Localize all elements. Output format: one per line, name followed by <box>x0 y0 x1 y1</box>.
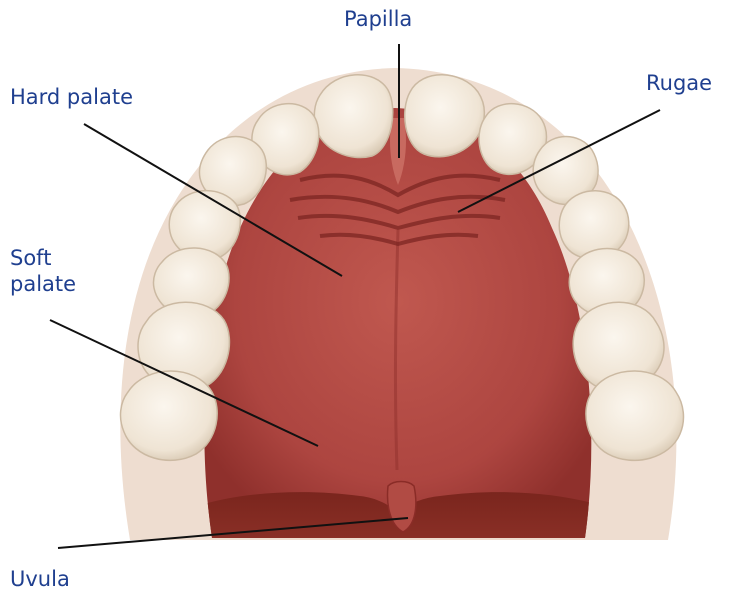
molar-right-2 <box>586 371 684 460</box>
label-soft-palate: Soft palate <box>10 245 100 297</box>
label-rugae: Rugae <box>646 70 712 96</box>
molar-left-2 <box>121 371 218 460</box>
incisor-left <box>314 75 392 158</box>
label-uvula: Uvula <box>10 566 70 592</box>
label-papilla: Papilla <box>344 6 412 32</box>
label-hard-palate: Hard palate <box>10 84 133 110</box>
premolar-right-1 <box>559 191 629 259</box>
